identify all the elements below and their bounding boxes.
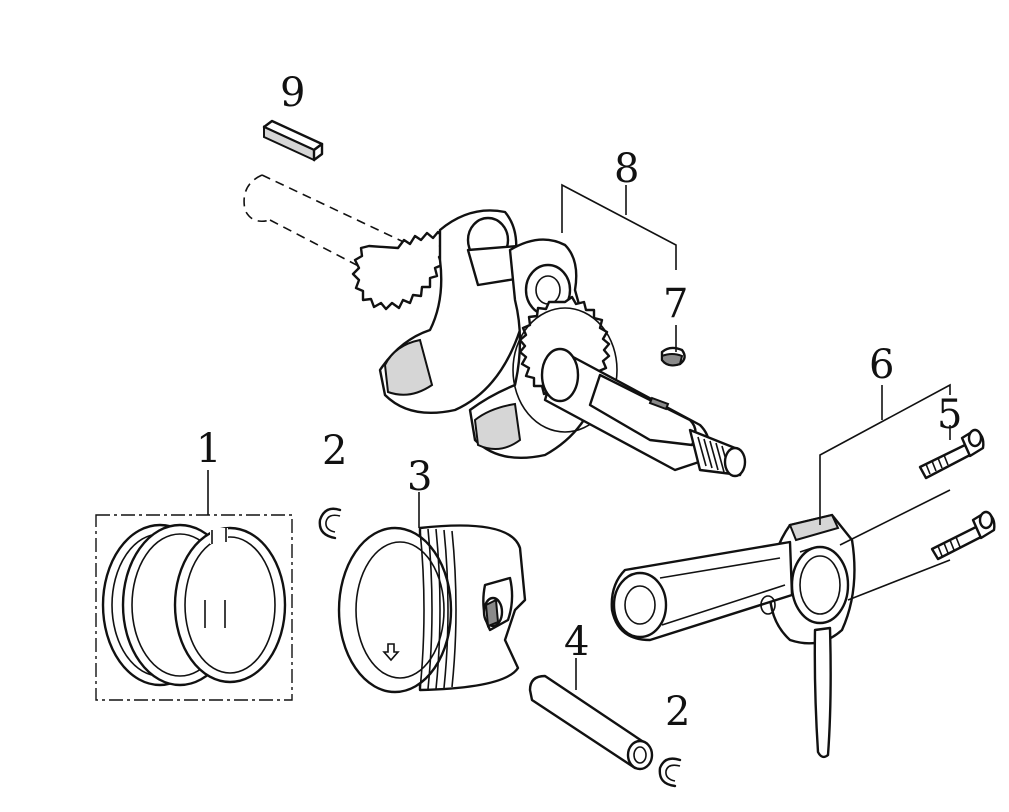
part-4-piston-pin — [528, 674, 654, 771]
part-3-piston — [337, 524, 527, 694]
part-5-bolt-lower — [930, 510, 996, 561]
part-7-key — [660, 346, 686, 367]
callout-3: 3 — [407, 454, 432, 500]
callout-1: 1 — [196, 426, 221, 472]
part-8-crankshaft — [243, 174, 747, 478]
part-6-connecting-rod — [610, 513, 856, 759]
callout-2-upper: 2 — [322, 428, 347, 474]
part-9-key — [262, 119, 324, 162]
callout-9: 9 — [280, 70, 305, 116]
callout-4: 4 — [564, 619, 589, 665]
leader-lines — [207, 183, 951, 690]
part-2-circlip-upper — [318, 507, 342, 540]
timing-gear-left — [351, 230, 447, 311]
callout-2-lower: 2 — [665, 689, 690, 735]
callout-7: 7 — [663, 281, 688, 327]
part-1-piston-rings — [95, 514, 293, 701]
part-5-bolt-upper — [918, 428, 985, 480]
callout-labels: 9 8 7 6 5 1 2 3 4 2 — [196, 70, 962, 735]
part-2-circlip-lower — [658, 757, 682, 788]
callout-8: 8 — [614, 146, 639, 192]
callout-5: 5 — [937, 392, 962, 438]
callout-6: 6 — [869, 342, 894, 388]
